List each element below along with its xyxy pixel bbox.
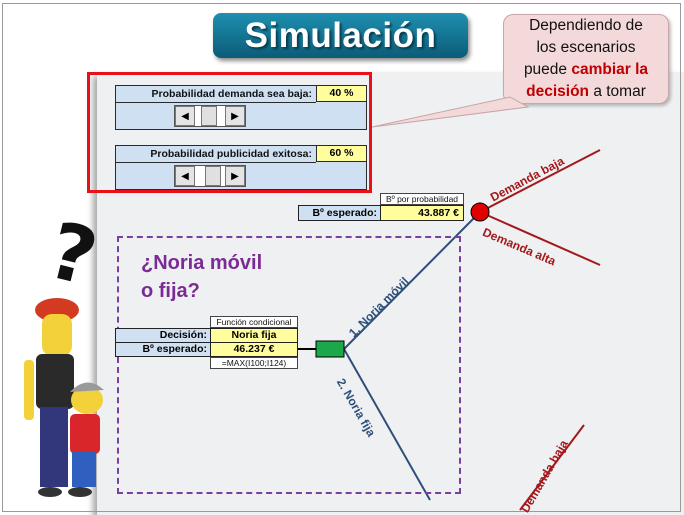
callout-line-4: decisión a tomar [526, 83, 646, 100]
expected-label: Bº esperado: [298, 205, 381, 221]
scroll-right-button[interactable]: ▶ [225, 106, 245, 126]
branch-line-demanda-baja-2 [519, 424, 585, 511]
callout-line-2: los escenarios [536, 39, 636, 56]
scroll-thumb[interactable] [201, 106, 217, 126]
scroll-left-button[interactable]: ◀ [175, 166, 195, 186]
control-value: 40 % [316, 86, 366, 102]
decision-box [117, 236, 461, 494]
scroll-right-button[interactable]: ▶ [225, 166, 245, 186]
control-demanda-baja: Probabilidad demanda sea baja: 40 % ◀ ▶ [115, 85, 367, 130]
control-label: Probabilidad demanda sea baja: [116, 86, 316, 103]
expected-value: 43.887 € [380, 205, 464, 221]
control-label: Probabilidad publicidad exitosa: [116, 146, 316, 163]
function-note: Función condicional [210, 316, 298, 328]
decision-question: ¿Noria móvil o fija? [141, 249, 291, 305]
decision-expected-label: Bº esperado: [115, 342, 211, 357]
callout-note: Dependiendo de los escenarios puede camb… [503, 14, 669, 104]
decision-expected-value: 46.237 € [210, 342, 298, 357]
decision-value: Noria fija [210, 328, 298, 343]
callout-line-3: puede cambiar la [523, 61, 649, 78]
decision-node [315, 340, 345, 358]
probability-note: Bº por probabilidad [380, 193, 464, 205]
branch-line-movil [343, 211, 481, 350]
chance-node [470, 202, 490, 222]
scrollbar-demanda-baja[interactable]: ◀ ▶ [174, 105, 246, 127]
scroll-thumb[interactable] [205, 166, 221, 186]
scroll-left-button[interactable]: ◀ [175, 106, 195, 126]
branch-line-demanda-alta [479, 211, 601, 266]
cartoon-characters-icon [24, 298, 104, 497]
callout-pointer [371, 96, 530, 128]
page-title: Simulación [244, 15, 437, 55]
branch-line-fija [343, 348, 431, 501]
question-line-1: ¿Noria móvil [141, 252, 263, 274]
controls-highlight-box [87, 72, 372, 193]
control-publicidad-exitosa: Probabilidad publicidad exitosa: 60 % ◀ … [115, 145, 367, 190]
callout-line-1: Dependiendo de [529, 17, 643, 34]
control-value: 60 % [316, 146, 366, 162]
formula-note: =MAX(I100;I124) [210, 357, 298, 369]
title-banner: Simulación [213, 13, 468, 58]
scrollbar-publicidad-exitosa[interactable]: ◀ ▶ [174, 165, 246, 187]
question-line-2: o fija? [141, 280, 200, 302]
slide-frame [2, 3, 681, 512]
decision-label: Decisión: [115, 328, 211, 343]
branch-line-demanda-baja [479, 149, 601, 213]
